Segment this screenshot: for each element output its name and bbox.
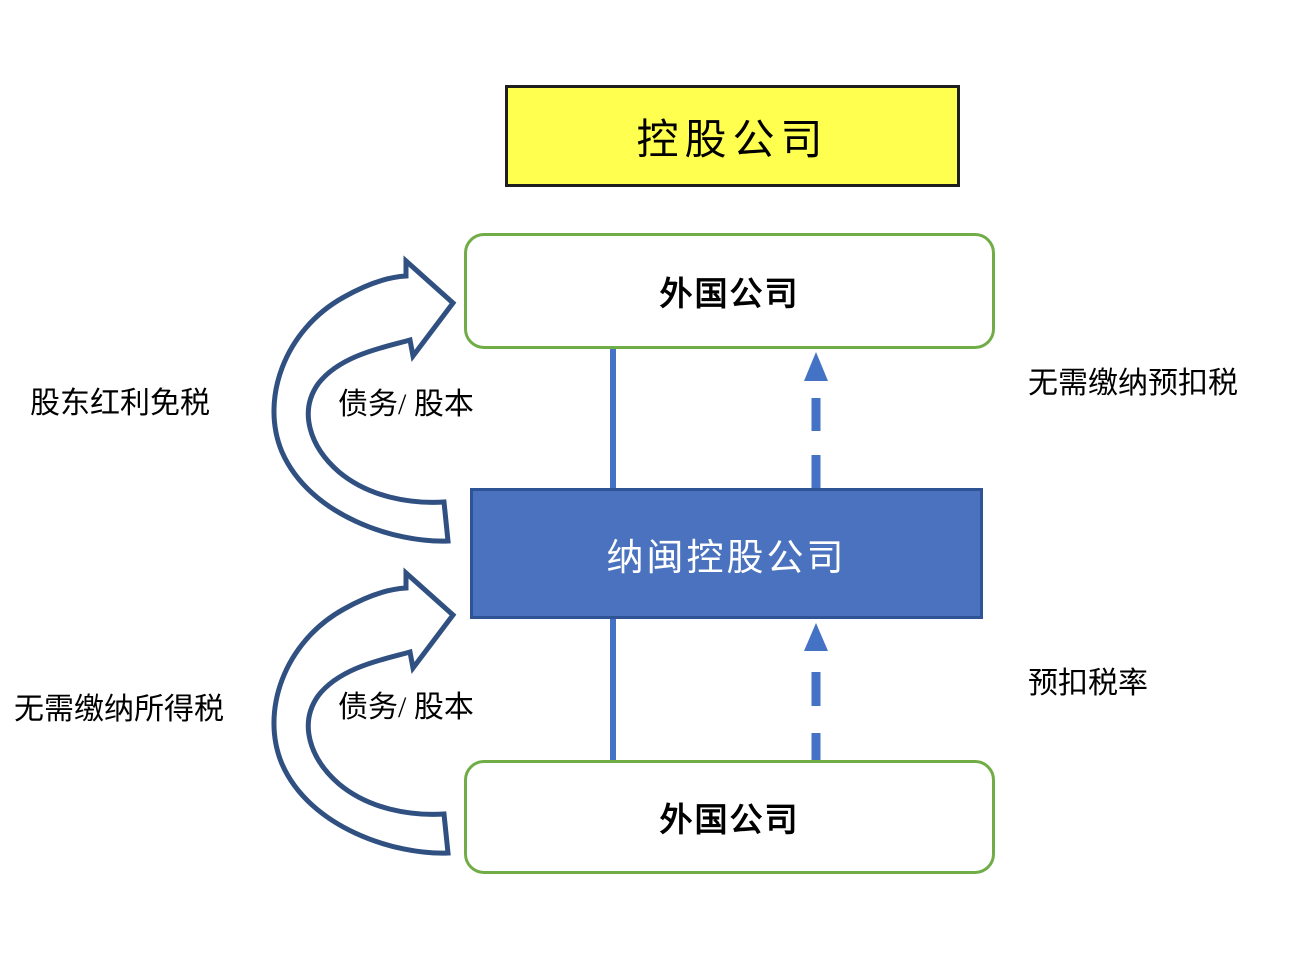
- foreign-company-top-box: 外国公司: [464, 233, 995, 349]
- label-withholding-tax-rate: 预扣税率: [1028, 667, 1148, 700]
- label-debt-equity-top: 债务/ 股本: [338, 388, 474, 421]
- dashed-arrowhead-bottom: [804, 623, 828, 651]
- holding-company-box: 控股公司: [505, 85, 960, 187]
- label-debt-equity-bottom: 债务/ 股本: [338, 691, 474, 724]
- foreign-company-bottom-box: 外国公司: [464, 760, 995, 874]
- label-no-income-tax: 无需缴纳所得税: [14, 693, 224, 726]
- labuan-holding-company-box: 纳闽控股公司: [470, 488, 983, 619]
- curved-arrow-top: [271, 255, 457, 544]
- dashed-arrowhead-top: [804, 352, 828, 381]
- label-no-withholding-tax: 无需缴纳预扣税: [1028, 367, 1238, 400]
- label-dividend-tax-exempt: 股东红利免税: [30, 387, 210, 420]
